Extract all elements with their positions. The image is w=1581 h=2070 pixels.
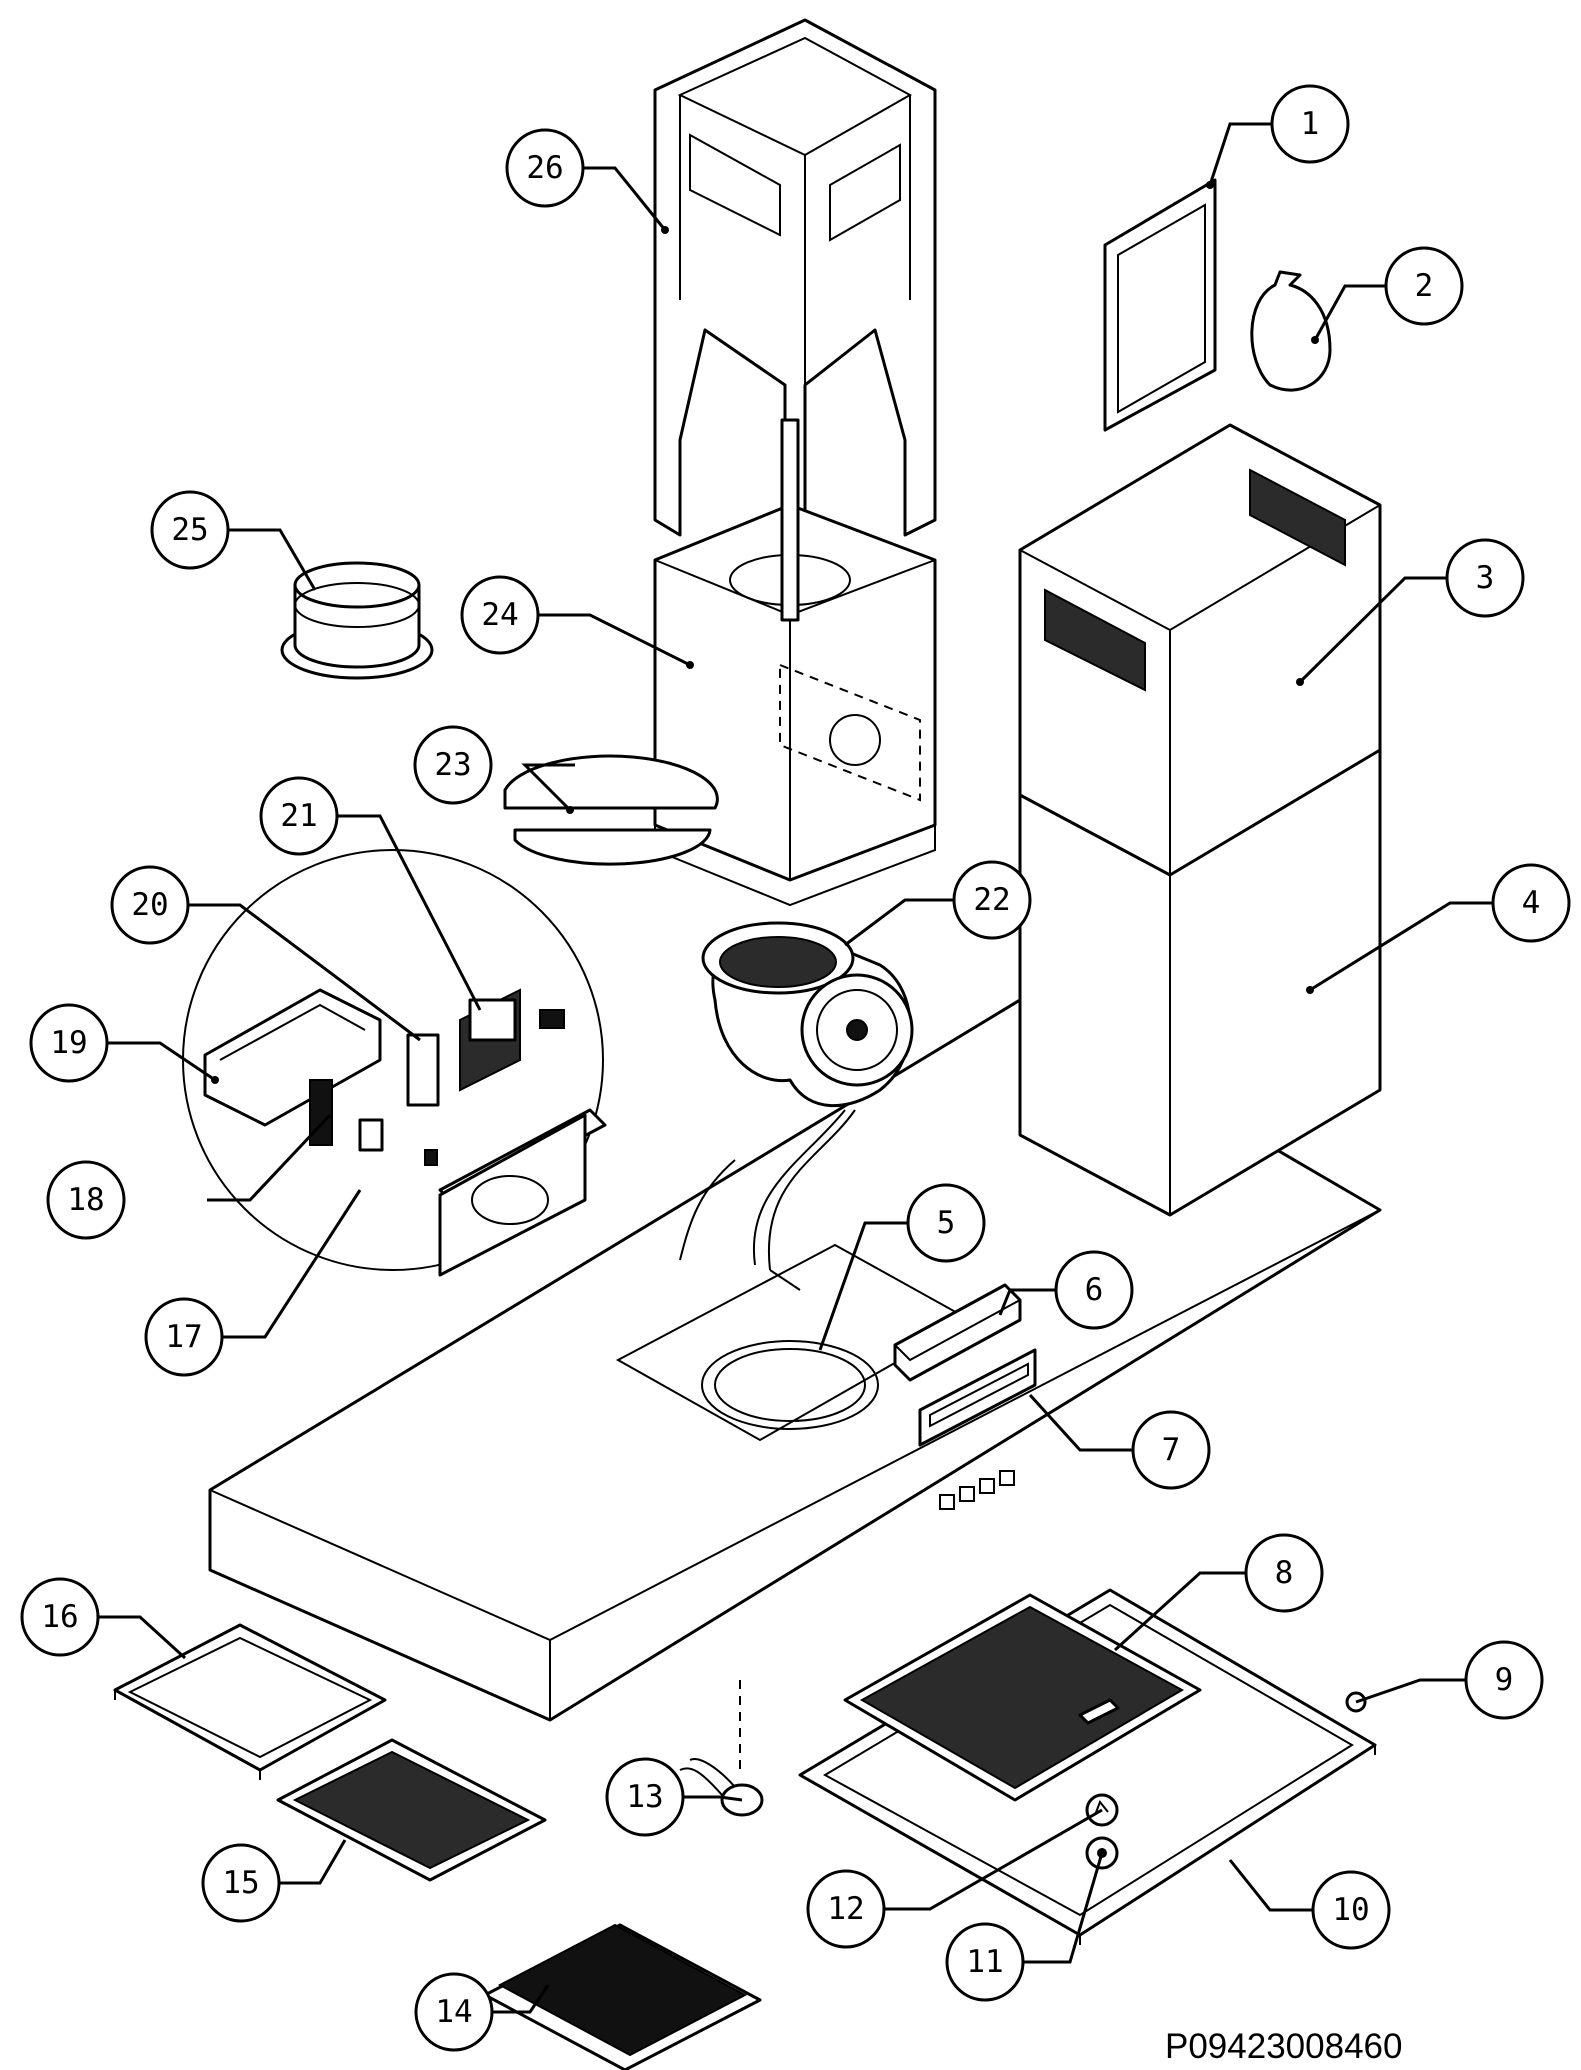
- callout-19: 19: [29, 1003, 109, 1083]
- part-25-duct-collar: [280, 561, 434, 680]
- callout-20: 20: [110, 865, 190, 945]
- callout-8-label: 8: [1275, 1555, 1294, 1591]
- callout-26: 26: [505, 128, 585, 208]
- callout-19-label: 19: [50, 1025, 87, 1061]
- leader-end-dots: [211, 181, 1319, 1084]
- callout-25: 25: [150, 490, 230, 570]
- part-6-control-board: [893, 1283, 1022, 1382]
- callout-10: 10: [1311, 1870, 1391, 1950]
- drawing-code: P09423008460: [1165, 2027, 1402, 2066]
- part-15-mesh-filter: [276, 1738, 547, 1882]
- callout-21: 21: [259, 776, 339, 856]
- part-7-control-panel: [918, 1348, 1037, 1447]
- callout-6-label: 6: [1085, 1272, 1104, 1308]
- part-14-charcoal-filter: [483, 1923, 762, 2070]
- motor-wires: [679, 1109, 856, 1291]
- control-buttons: [939, 1470, 1015, 1510]
- part-26-chimney-frame: [653, 18, 937, 612]
- callout-24: 24: [460, 575, 540, 655]
- electronics-detail-inset: [182, 849, 607, 1277]
- callout-16-label: 16: [41, 1599, 78, 1635]
- part-4-lower-chimney-cover: [1018, 748, 1382, 1217]
- callout-8: 8: [1244, 1533, 1324, 1613]
- part-23-blanking-plate: [503, 754, 719, 866]
- callout-9-label: 9: [1495, 1662, 1514, 1698]
- callout-13-label: 13: [626, 1779, 663, 1815]
- callout-17: 17: [144, 1297, 224, 1377]
- callout-2-label: 2: [1415, 268, 1434, 304]
- callout-1: 1: [1270, 84, 1350, 164]
- callout-20-label: 20: [131, 887, 168, 923]
- callout-9: 9: [1464, 1640, 1544, 1720]
- callout-23-label: 23: [434, 747, 471, 783]
- part-16-filter-frame: [113, 1623, 387, 1780]
- callout-23: 23: [413, 725, 493, 805]
- callout-7-label: 7: [1162, 1432, 1181, 1468]
- callout-22-label: 22: [973, 882, 1010, 918]
- callout-7: 7: [1131, 1410, 1211, 1490]
- callout-5-label: 5: [937, 1205, 956, 1241]
- leader-lines: [92, 122, 1493, 2014]
- callout-25-label: 25: [171, 512, 208, 548]
- callout-14-label: 14: [435, 1994, 472, 2030]
- callout-12-label: 12: [827, 1891, 864, 1927]
- callout-16: 16: [20, 1577, 100, 1657]
- callout-4-label: 4: [1522, 885, 1541, 921]
- part-8-grease-filter: [843, 1593, 1202, 1802]
- callout-bubbles: 1 2 3 4 5 6 7 8 9 10 11 12 13 14 15 16 1…: [20, 84, 1571, 2052]
- part-22-blower-motor: [701, 921, 914, 1108]
- callout-4: 4: [1491, 863, 1571, 943]
- callout-26-label: 26: [526, 150, 563, 186]
- callout-11-label: 11: [966, 1944, 1003, 1980]
- part-24-motor-housing: [653, 418, 937, 907]
- callout-15-label: 15: [222, 1865, 259, 1901]
- callout-22: 22: [952, 860, 1032, 940]
- callout-15: 15: [201, 1843, 281, 1923]
- callout-6: 6: [1054, 1250, 1134, 1330]
- hood-canopy: [208, 998, 1382, 1770]
- callout-2: 2: [1384, 246, 1464, 326]
- callout-5: 5: [906, 1183, 986, 1263]
- callout-12: 12: [806, 1869, 886, 1949]
- callout-11: 11: [945, 1922, 1025, 2002]
- part-1-instruction-envelope: [1103, 178, 1217, 432]
- callout-24-label: 24: [481, 597, 518, 633]
- callout-18: 18: [46, 1160, 126, 1240]
- callout-13: 13: [605, 1757, 685, 1837]
- callout-3: 3: [1445, 538, 1525, 618]
- callout-1-label: 1: [1301, 106, 1320, 142]
- callout-18-label: 18: [67, 1182, 104, 1218]
- callout-10-label: 10: [1332, 1892, 1369, 1928]
- callout-3-label: 3: [1476, 560, 1495, 596]
- callout-14: 14: [414, 1972, 494, 2052]
- part-13-lamp: [679, 1758, 764, 1817]
- part-2-hardware-bag: [1250, 270, 1332, 392]
- callout-21-label: 21: [280, 798, 317, 834]
- callout-17-label: 17: [165, 1319, 202, 1355]
